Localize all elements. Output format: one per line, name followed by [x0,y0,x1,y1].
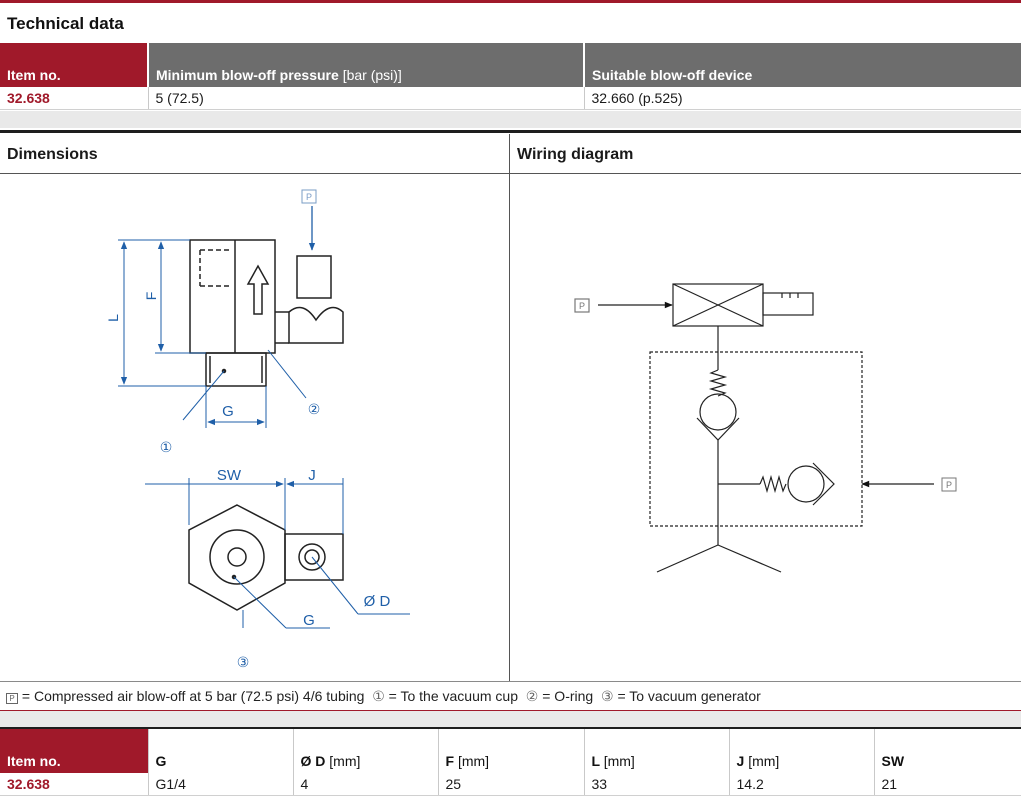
vacuum-cup-symbol [656,544,782,573]
dim-label-J: J [308,467,316,484]
wiring-diagram: P P [574,283,957,573]
dimension-table: Item no. G Ø D [mm] F [mm] L [mm] J [mm]… [0,729,1021,796]
cell-min-pressure: 5 (72.5) [147,87,584,110]
dim-header-D-unit: [mm] [329,753,361,769]
dim-cell-item-no[interactable]: 32.638 [0,773,148,796]
legend-c2: ② [525,688,539,704]
wiring-p-label-right: P [946,480,952,490]
dim-header-item-no: Item no. [0,729,148,773]
cell-device[interactable]: 32.660 (p.525) [583,87,1021,110]
dim-label-SW: SW [217,467,242,484]
dim-header-J: J [mm] [728,729,874,773]
dim-cell-D: 4 [292,773,438,796]
technical-data-title: Technical data [7,14,124,33]
technical-data-table: Item no. Minimum blow-off pressure [bar … [0,43,1021,110]
dim-label-D: Ø D [364,593,391,610]
top-accent-line [0,0,1021,3]
p-inlet-marker: P [301,189,317,251]
legend-c2-text: = O-ring [542,688,594,704]
header-min-pressure-label: Minimum blow-off pressure [156,67,339,83]
dim-header-F: F [mm] [437,729,584,773]
dim-header-SW: SW [873,729,1021,773]
dim-header-D-label: Ø D [300,753,326,769]
wiring-p-inlet-left [574,298,673,313]
valve-body-side-view [189,239,344,387]
cell-item-no[interactable]: 32.638 [0,87,148,110]
header-min-pressure: Minimum blow-off pressure [bar (psi)] [147,43,584,87]
check-valve-vertical [696,393,740,441]
dim-header-G: G [147,729,293,773]
dim-cell-J: 14.2 [728,773,874,796]
legend-rule [0,710,1021,711]
legend: P = Compressed air blow-off at 5 bar (72… [6,688,761,705]
check-valve-spring-horizontal [759,474,787,494]
dimension-lines-top [145,478,410,629]
ejector-nozzle-symbol [672,283,814,327]
wiring-header: Wiring diagram [510,134,1021,174]
check-valve-horizontal [787,462,835,506]
dim-label-L: L [105,314,121,322]
legend-c1-text: = To the vacuum cup [388,688,518,704]
wiring-p-inlet-right [941,477,957,492]
technical-data-header-row: Item no. Minimum blow-off pressure [bar … [0,43,1021,87]
dim-header-L: L [mm] [583,729,729,773]
header-item-no: Item no. [0,43,148,87]
dim-cell-SW: 21 [873,773,1021,796]
lower-separator-band [0,711,1021,727]
dim-header-L-unit: [mm] [603,753,635,769]
dimension-lines-side [118,239,307,428]
dim-label-F: F [143,292,159,301]
dim-cell-G: G1/4 [147,773,293,796]
check-valve-spring-vertical [708,369,728,397]
panels-bottom-rule [0,681,1021,682]
lower-rule [0,727,1021,729]
dim-label-G-top: G [303,612,315,629]
dim-header-SW-label: SW [881,753,905,769]
dimensions-drawing: P [105,189,410,670]
dim-cell-L: 33 [583,773,729,796]
dim-header-F-label: F [445,753,455,769]
technical-data-row: 32.638 5 (72.5) 32.660 (p.525) [0,87,1021,110]
legend-p-text: = Compressed air blow-off at 5 bar (72.5… [21,688,365,704]
header-min-pressure-unit: [bar (psi)] [342,67,402,83]
dim-cell-F: 25 [437,773,584,796]
legend-c3-text: = To vacuum generator [617,688,761,704]
valve-body-top-view [188,504,344,611]
dim-label-G-side: G [222,403,234,420]
wiring-p-label-left: P [579,301,585,311]
legend-c3: ③ [600,688,614,704]
dim-header-J-unit: [mm] [748,753,780,769]
header-device: Suitable blow-off device [583,43,1021,87]
dim-header-G-label: G [155,753,167,769]
dim-header-D: Ø D [mm] [292,729,438,773]
callout-1: ① [160,439,173,455]
panel-divider [509,134,510,682]
dimensions-title: Dimensions [7,146,98,163]
callout-3: ③ [237,654,250,670]
dim-header-L-label: L [591,753,600,769]
drawings-panels: Dimensions Wiring diagram P [0,134,1021,682]
valve-boundary [649,351,863,527]
section-rule [0,130,1021,133]
dimension-header-row: Item no. G Ø D [mm] F [mm] L [mm] J [mm]… [0,729,1021,773]
legend-p-symbol: P [6,693,18,704]
section-separator-band [0,111,1021,128]
dimensions-header: Dimensions [0,134,509,174]
callout-2: ② [308,401,321,417]
dimension-row: 32.638 G1/4 4 25 33 14.2 21 [0,773,1021,796]
legend-c1: ① [372,688,385,704]
dim-header-J-label: J [736,753,745,769]
dim-header-item-no-label: Item no. [7,753,61,769]
wiring-title: Wiring diagram [517,146,634,163]
svg-text:P: P [306,192,312,202]
dim-header-F-unit: [mm] [457,753,490,769]
